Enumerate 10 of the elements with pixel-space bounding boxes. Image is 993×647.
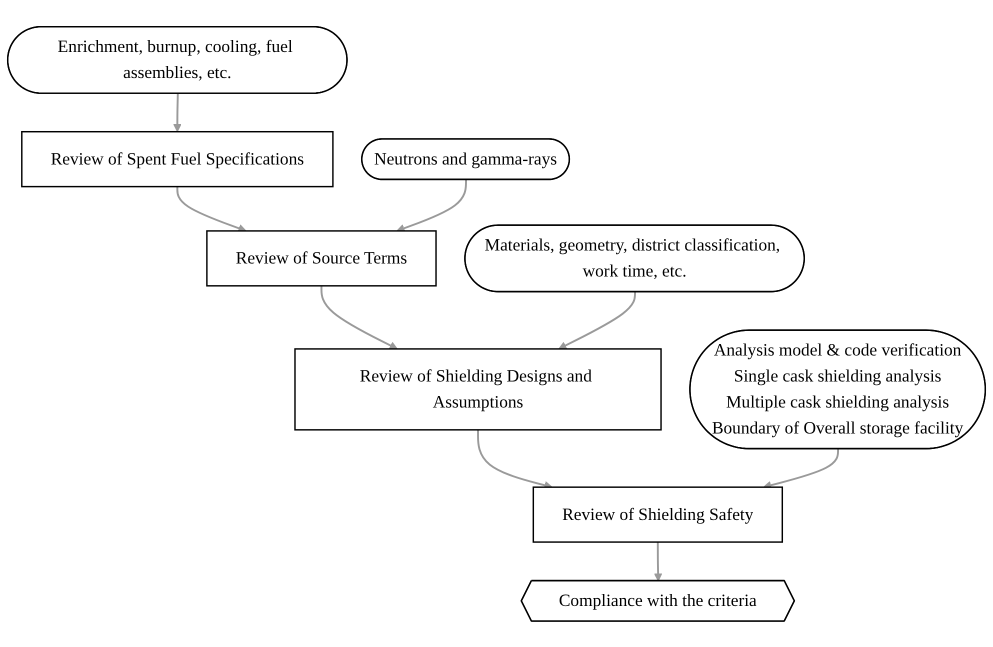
arrow: [558, 292, 636, 349]
node-box: Review of Shielding Designs and Assumptions: [294, 348, 662, 430]
arrow: [320, 285, 398, 349]
arrow: [654, 542, 662, 582]
arrow: [176, 186, 246, 232]
node-box: Review of Shielding Safety: [532, 486, 784, 542]
node-box: Review of Source Terms: [206, 230, 437, 286]
node-box: Review of Spent Fuel Specifications: [21, 130, 334, 187]
arrow: [173, 93, 182, 132]
arrow: [396, 179, 467, 232]
